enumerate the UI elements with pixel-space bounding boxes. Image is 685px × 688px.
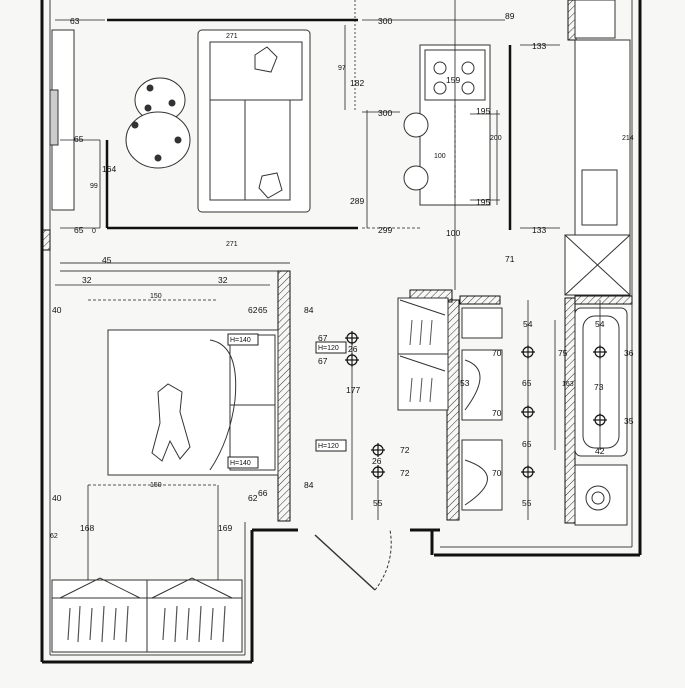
dim-54-a: 54 (523, 319, 533, 329)
tv-unit (49, 29, 75, 211)
dim-163: 163 (562, 381, 574, 388)
dim-195-top: 195 (476, 106, 490, 116)
dim-67-a: 67 (318, 333, 328, 343)
dim-54-b: 54 (595, 319, 605, 329)
dim-195-bot: 195 (476, 197, 490, 207)
dim-100: 100 (446, 228, 460, 238)
kitchen-island (403, 44, 491, 206)
dim-150-b: 150 (150, 482, 162, 489)
dim-169: 169 (218, 523, 232, 533)
dim-55-a: 55 (373, 498, 383, 508)
dim-55-b: 55 (522, 498, 532, 508)
dim-71: 71 (505, 254, 515, 264)
wardrobe-hall (397, 297, 449, 411)
bathroom (461, 307, 628, 526)
dim-159: 159 (446, 75, 460, 85)
dim-84-a: 84 (304, 305, 314, 315)
dim-32-b: 32 (218, 275, 228, 285)
dim-182: 182 (350, 78, 364, 88)
tag-h140-bot: H=140 (230, 460, 251, 467)
dim-133-bot: 133 (532, 225, 546, 235)
dim-300-mid: 300 (378, 108, 392, 118)
dim-70-c: 70 (492, 468, 502, 478)
tag-h120-a: H=120 (318, 345, 339, 352)
dim-65-b: 65 (74, 225, 84, 235)
dim-289: 289 (350, 196, 364, 206)
dim-200: 200 (490, 135, 502, 142)
dim-89: 89 (505, 11, 515, 21)
dim-99: 99 (90, 183, 98, 190)
dim-75: 75 (558, 348, 568, 358)
dim-0: 0 (92, 228, 96, 235)
kitchen-counter (564, 0, 631, 296)
dim-214: 214 (622, 135, 634, 142)
dim-150-a: 150 (150, 293, 162, 300)
entry-door (314, 529, 392, 591)
dim-62-b: 62 (248, 493, 258, 503)
inner-walls (49, 0, 633, 656)
dim-177: 177 (346, 385, 360, 395)
height-tags: H=140 H=120 H=140 H=120 (227, 333, 347, 469)
dimension-lines (55, 0, 601, 580)
wardrobe-bottom (51, 577, 243, 653)
dim-36: 36 (624, 348, 634, 358)
dim-65-d: 65 (522, 378, 532, 388)
dim-65-e: 65 (522, 439, 532, 449)
dim-40-b: 40 (52, 493, 62, 503)
dim-63: 63 (70, 16, 80, 26)
hatched-walls (41, 0, 633, 524)
dim-62-c: 62 (50, 533, 58, 540)
dim-300-top: 300 (378, 16, 392, 26)
dim-35: 35 (624, 416, 634, 426)
dim-26-a: 26 (348, 344, 358, 354)
dim-100-bar: 100 (434, 153, 446, 160)
dim-66: 66 (258, 488, 268, 498)
walls (40, 0, 642, 664)
sofa (197, 29, 311, 213)
dim-168: 168 (80, 523, 94, 533)
dim-70-b: 70 (492, 408, 502, 418)
dim-62-a: 62 (248, 305, 258, 315)
dim-84-b: 84 (304, 480, 314, 490)
coffee-tables (125, 77, 191, 169)
tag-h140-top: H=140 (230, 337, 251, 344)
dim-97: 97 (338, 65, 346, 72)
dim-133-top: 133 (532, 41, 546, 51)
dim-26-b: 26 (372, 456, 382, 466)
living-dividers (105, 18, 512, 230)
dim-32-a: 32 (82, 275, 92, 285)
dim-42: 42 (595, 446, 605, 456)
dim-164: 164 (102, 164, 116, 174)
dim-299: 299 (378, 225, 392, 235)
dim-53: 53 (460, 378, 470, 388)
dim-72-b: 72 (400, 468, 410, 478)
dim-271-top: 271 (226, 33, 238, 40)
dim-65-c: 65 (258, 305, 268, 315)
dim-65-a: 65 (74, 134, 84, 144)
dim-70-a: 70 (492, 348, 502, 358)
dim-40-a: 40 (52, 305, 62, 315)
tag-h120-b: H=120 (318, 443, 339, 450)
dim-73: 73 (594, 382, 604, 392)
bed (107, 329, 279, 476)
dim-67-b: 67 (318, 356, 328, 366)
dim-45: 45 (102, 255, 112, 265)
dim-271-bot: 271 (226, 241, 238, 248)
dimension-labels: 63 300 89 271 97 182 133 159 300 195 200… (50, 11, 634, 540)
dim-72-a: 72 (400, 445, 410, 455)
